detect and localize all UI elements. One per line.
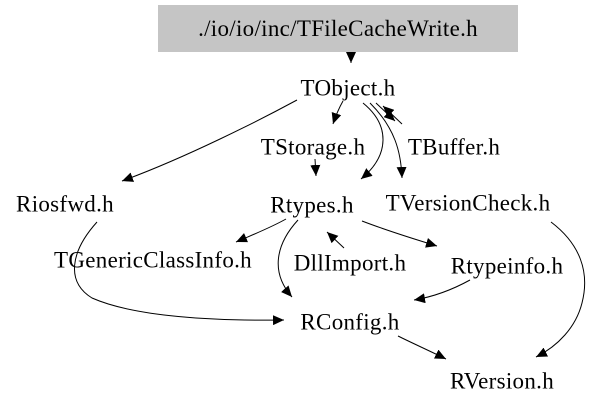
graph-node-tobject[interactable]: TObject.h (300, 75, 396, 101)
edge-tobject-tversioncheck (369, 102, 407, 179)
edge-tversioncheck-rversion (535, 221, 586, 358)
edge-tobject-riosfwd (121, 99, 298, 182)
edge-rconfig-rversion (397, 335, 447, 360)
edge-riosfwd-rconfig (73, 221, 285, 326)
graph-node-tgenericclassinfo[interactable]: TGenericClassInfo.h (54, 247, 252, 273)
edge-tobject-rtypes (360, 102, 384, 180)
graph-node-rversion[interactable]: RVersion.h (449, 368, 555, 394)
graph-node-tfilecachewrite[interactable]: ./io/io/inc/TFileCacheWrite.h (158, 5, 518, 52)
edge-tstorage-rtypes (310, 158, 321, 177)
graph-node-dllimport[interactable]: DllImport.h (293, 250, 407, 276)
graph-node-rtypes[interactable]: Rtypes.h (270, 192, 354, 218)
edge-rtypeinfo-rconfig (413, 279, 471, 304)
edge-rtypes-rtypeinfo (361, 220, 438, 248)
edge-tbuffer-tobject (382, 105, 403, 125)
edge-rtypes-rconfig (277, 219, 299, 298)
graph-node-rconfig[interactable]: RConfig.h (300, 309, 400, 335)
root-node-label: ./io/io/inc/TFileCacheWrite.h (198, 15, 478, 41)
edge-tobject-tstorage (331, 100, 344, 125)
graph-node-rtypeinfo[interactable]: Rtypeinfo.h (450, 253, 564, 279)
graph-node-riosfwd[interactable]: Riosfwd.h (16, 191, 114, 217)
edge-dllimport-rtypes (326, 231, 345, 249)
edge-rtypes-tgenericclassinfo (235, 218, 287, 243)
graph-node-tstorage[interactable]: TStorage.h (260, 134, 366, 160)
graph-node-tbuffer[interactable]: TBuffer.h (407, 134, 501, 160)
graph-node-tversioncheck[interactable]: TVersionCheck.h (385, 190, 551, 216)
